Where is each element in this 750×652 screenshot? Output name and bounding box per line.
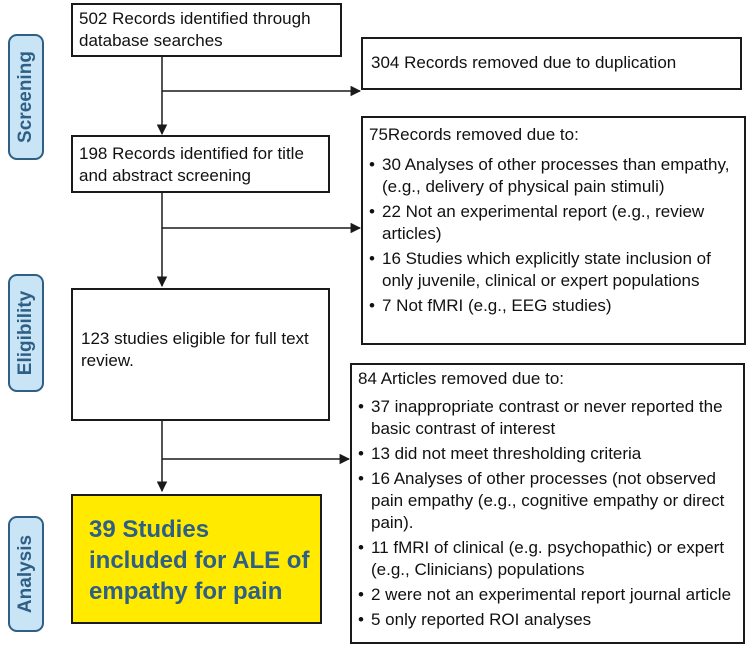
stage-eligibility-label: Eligibility xyxy=(15,290,37,376)
list-item: 22 Not an experimental report (e.g., rev… xyxy=(369,201,738,245)
duplicates-removed-box: 304 Records removed due to duplication xyxy=(361,37,742,90)
duplicates-removed-text: 304 Records removed due to duplication xyxy=(371,53,677,72)
list-item: 7 Not fMRI (e.g., EEG studies) xyxy=(369,295,738,317)
stage-analysis: Analysis xyxy=(8,516,44,632)
fulltext-exclusion-list: 37 inappropriate contrast or never repor… xyxy=(358,396,737,631)
eligible-studies-text: 123 studies eligible for full text revie… xyxy=(81,329,309,370)
list-item: 2 were not an experimental report journa… xyxy=(358,584,737,606)
included-studies-box: 39 Studies included for ALE of empathy f… xyxy=(71,494,322,624)
identified-records-box: 502 Records identified through database … xyxy=(71,3,342,57)
list-item: 16 Analyses of other processes (not obse… xyxy=(358,468,737,534)
included-studies-text: 39 Studies included for ALE of empathy f… xyxy=(89,516,310,605)
list-item: 5 only reported ROI analyses xyxy=(358,609,737,631)
stage-analysis-label: Analysis xyxy=(15,534,36,614)
stage-eligibility: Eligibility xyxy=(8,274,44,392)
screened-records-box: 198 Records identified for title and abs… xyxy=(71,135,330,193)
screened-records-text: 198 Records identified for title and abs… xyxy=(79,144,304,185)
screen-exclusion-heading: 75Records removed due to: xyxy=(369,125,579,144)
stage-screening-label: Screening xyxy=(15,51,36,143)
screen-exclusion-box: 75Records removed due to: 30 Analyses of… xyxy=(361,116,746,345)
list-item: 37 inappropriate contrast or never repor… xyxy=(358,396,737,440)
identified-records-text: 502 Records identified through database … xyxy=(79,9,311,50)
list-item: 16 Studies which explicitly state inclus… xyxy=(369,248,738,292)
screen-exclusion-list: 30 Analyses of other processes than empa… xyxy=(369,154,738,317)
list-item: 13 did not meet thresholding criteria xyxy=(358,443,737,465)
fulltext-exclusion-heading: 84 Articles removed due to: xyxy=(358,369,565,388)
eligible-studies-box: 123 studies eligible for full text revie… xyxy=(71,288,330,421)
fulltext-exclusion-box: 84 Articles removed due to: 37 inappropr… xyxy=(350,363,745,644)
stage-screening: Screening xyxy=(8,34,44,160)
list-item: 11 fMRI of clinical (e.g. psychopathic) … xyxy=(358,537,737,581)
list-item: 30 Analyses of other processes than empa… xyxy=(369,154,738,198)
